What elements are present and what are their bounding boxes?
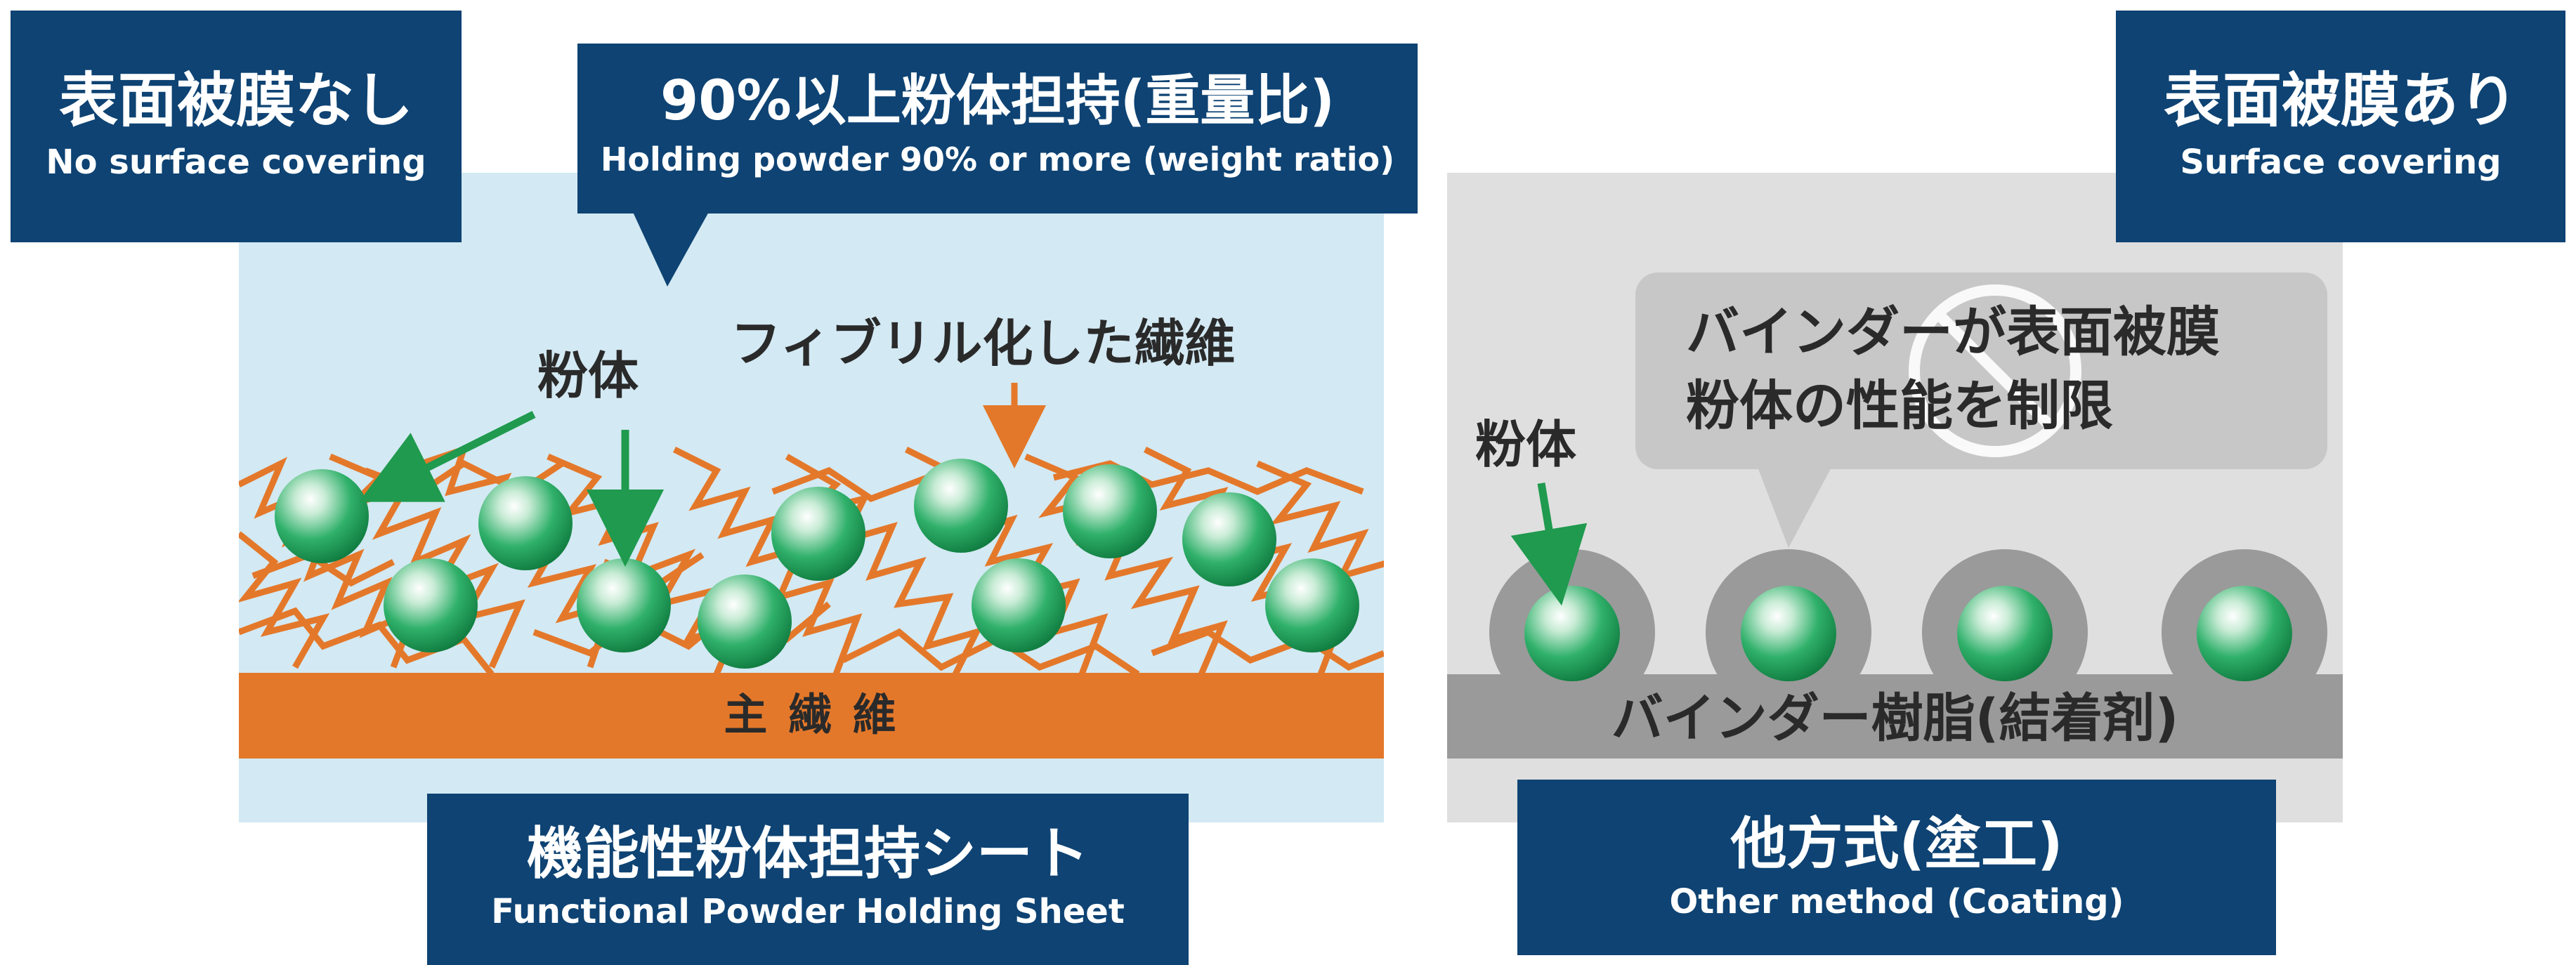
- main-fiber-label: 主 繊 維: [724, 689, 899, 740]
- tag-en-right: Surface covering: [2180, 143, 2502, 182]
- holding-ratio-callout: 90%以上粉体担持(重量比) Holding powder 90% or mor…: [577, 44, 1418, 214]
- callout-pointer: [632, 211, 710, 287]
- powder-label-right: 粉体: [1475, 415, 1577, 474]
- powder-spheres-left: [275, 459, 1359, 669]
- surface-covering-tag: 表面被膜あり Surface covering: [2116, 11, 2565, 242]
- callout-en: Holding powder 90% or more (weight ratio…: [600, 140, 1395, 178]
- caption-jp-right: 他方式(塗工): [1730, 811, 2063, 877]
- coated-spheres: [1489, 549, 2327, 715]
- prohibited-icon: [1909, 284, 2081, 457]
- caption-en: Functional Powder Holding Sheet: [491, 892, 1125, 931]
- main-fiber-bar: [239, 673, 1384, 759]
- caption-jp: 機能性粉体担持シート: [527, 821, 1089, 886]
- no-surface-covering-tag: 表面被膜なし No surface covering: [11, 11, 462, 242]
- bubble-line-1: バインダーが表面被膜: [1686, 301, 2220, 363]
- speech-bubble: [1635, 273, 2327, 469]
- powder-arrow-right: [1510, 482, 1588, 606]
- fibril-label: フィブリル化した繊維: [731, 314, 1236, 373]
- callout-jp: 90%以上粉体担持(重量比): [660, 70, 1335, 133]
- tag-jp-right: 表面被膜あり: [2163, 66, 2518, 135]
- speech-bubble-tail: [1756, 464, 1833, 548]
- powder-arrows-left: [358, 411, 664, 567]
- tag-en: No surface covering: [46, 143, 426, 182]
- caption-en-right: Other method (Coating): [1669, 882, 2124, 921]
- tag-jp: 表面被膜なし: [58, 66, 413, 135]
- binder-label: バインダー樹脂(結着剤): [1611, 688, 2179, 749]
- coating-method-caption: 他方式(塗工) Other method (Coating): [1517, 780, 2276, 955]
- functional-sheet-caption: 機能性粉体担持シート Functional Powder Holding She…: [427, 794, 1189, 965]
- powder-label-left: 粉体: [537, 346, 639, 405]
- bubble-line-2: 粉体の性能を制限: [1686, 374, 2113, 437]
